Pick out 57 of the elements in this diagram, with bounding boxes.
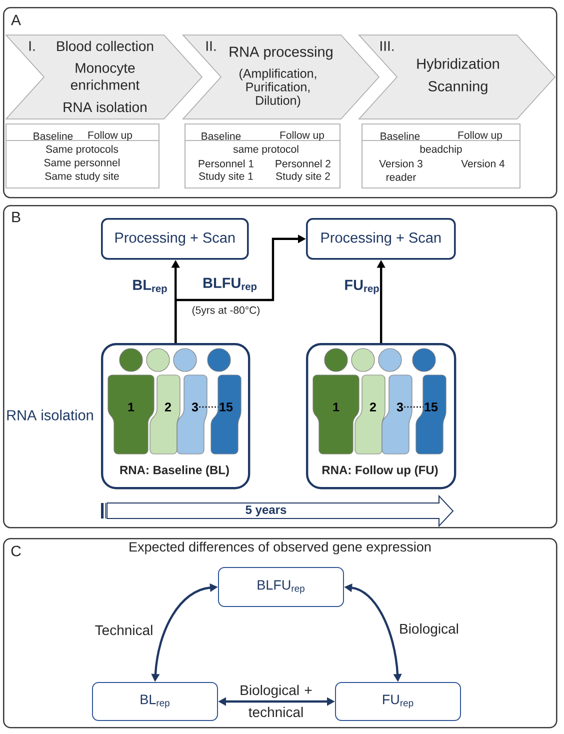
box-caption: RNA: Baseline (BL)	[120, 465, 229, 477]
person-figure: 15	[412, 348, 446, 454]
edge-label: BL$_{rep}$	[133, 280, 167, 294]
dotted-line	[199, 406, 218, 408]
step-text: Hybridization	[417, 58, 499, 72]
person-figure: 1	[108, 348, 154, 454]
table-entry: Follow up	[88, 131, 132, 141]
table-entry: Follow up	[458, 131, 502, 141]
person-figure: 3	[378, 348, 412, 454]
process-box: Processing + Scan	[306, 218, 456, 260]
edge-label: Technical	[95, 624, 152, 636]
table-entry: Baseline	[380, 132, 420, 140]
step-text: III.	[380, 41, 394, 51]
table-entry: Study site 1	[199, 172, 253, 182]
table-entry: Same personnel	[44, 158, 120, 168]
table-entry: Study site 2	[276, 172, 330, 182]
table-entry: Version 3	[379, 160, 422, 168]
step-text: RNA isolation	[64, 102, 146, 112]
table-entry: Personnel 2	[276, 160, 330, 168]
table-entry: Same protocols	[46, 145, 118, 155]
table-entry: same protocol	[233, 145, 298, 155]
step-text: (Amplification, Purification, Dilution)	[240, 68, 316, 108]
result-box: BLFU$_{rep}$	[218, 567, 344, 607]
panel-letter: A	[11, 14, 21, 26]
step-text: II.	[206, 41, 216, 51]
process-box: Processing + Scan	[101, 218, 249, 260]
note-text: (5yrs at -80°C)	[192, 306, 260, 316]
table-entry: reader	[386, 173, 416, 181]
person-figure: 2	[146, 348, 180, 454]
person-figure: 2	[351, 348, 386, 454]
person-figure: 15	[207, 348, 242, 454]
step-text: Monocyte enrichment	[70, 63, 140, 90]
edge-label: Biological + technical	[240, 684, 312, 718]
result-box: FU$_{rep}$	[335, 682, 461, 721]
table-entry: Same study site	[45, 172, 119, 182]
panel-letter: C	[11, 546, 21, 556]
table-entry: Baseline	[202, 132, 241, 140]
step-text: I.	[29, 41, 35, 51]
edge-label: BLFU$_{rep}$	[204, 278, 257, 292]
step-text: RNA processing	[230, 46, 332, 60]
step-text: Scanning	[428, 80, 488, 94]
step-text: Blood collection	[57, 40, 154, 52]
edge-label: Biological	[400, 623, 458, 637]
result-box: BL$_{rep}$	[92, 682, 218, 721]
person-figure: 1	[312, 348, 360, 454]
person-figure: 3	[173, 348, 208, 454]
dotted-line	[404, 406, 424, 408]
table-entry: Version 4	[461, 160, 505, 168]
table-entry: Personnel 1	[198, 160, 254, 168]
panel-letter: B	[12, 212, 20, 222]
edge-label: FU$_{rep}$	[345, 280, 379, 294]
box-caption: RNA: Follow up (FU)	[322, 465, 438, 477]
panel-title: Expected differences of observed gene expression	[130, 542, 431, 554]
row-label: RNA isolation	[7, 410, 93, 420]
table-entry: Baseline	[34, 132, 73, 140]
table-entry: Follow up	[280, 131, 324, 141]
table-entry: beadchip	[420, 145, 462, 155]
